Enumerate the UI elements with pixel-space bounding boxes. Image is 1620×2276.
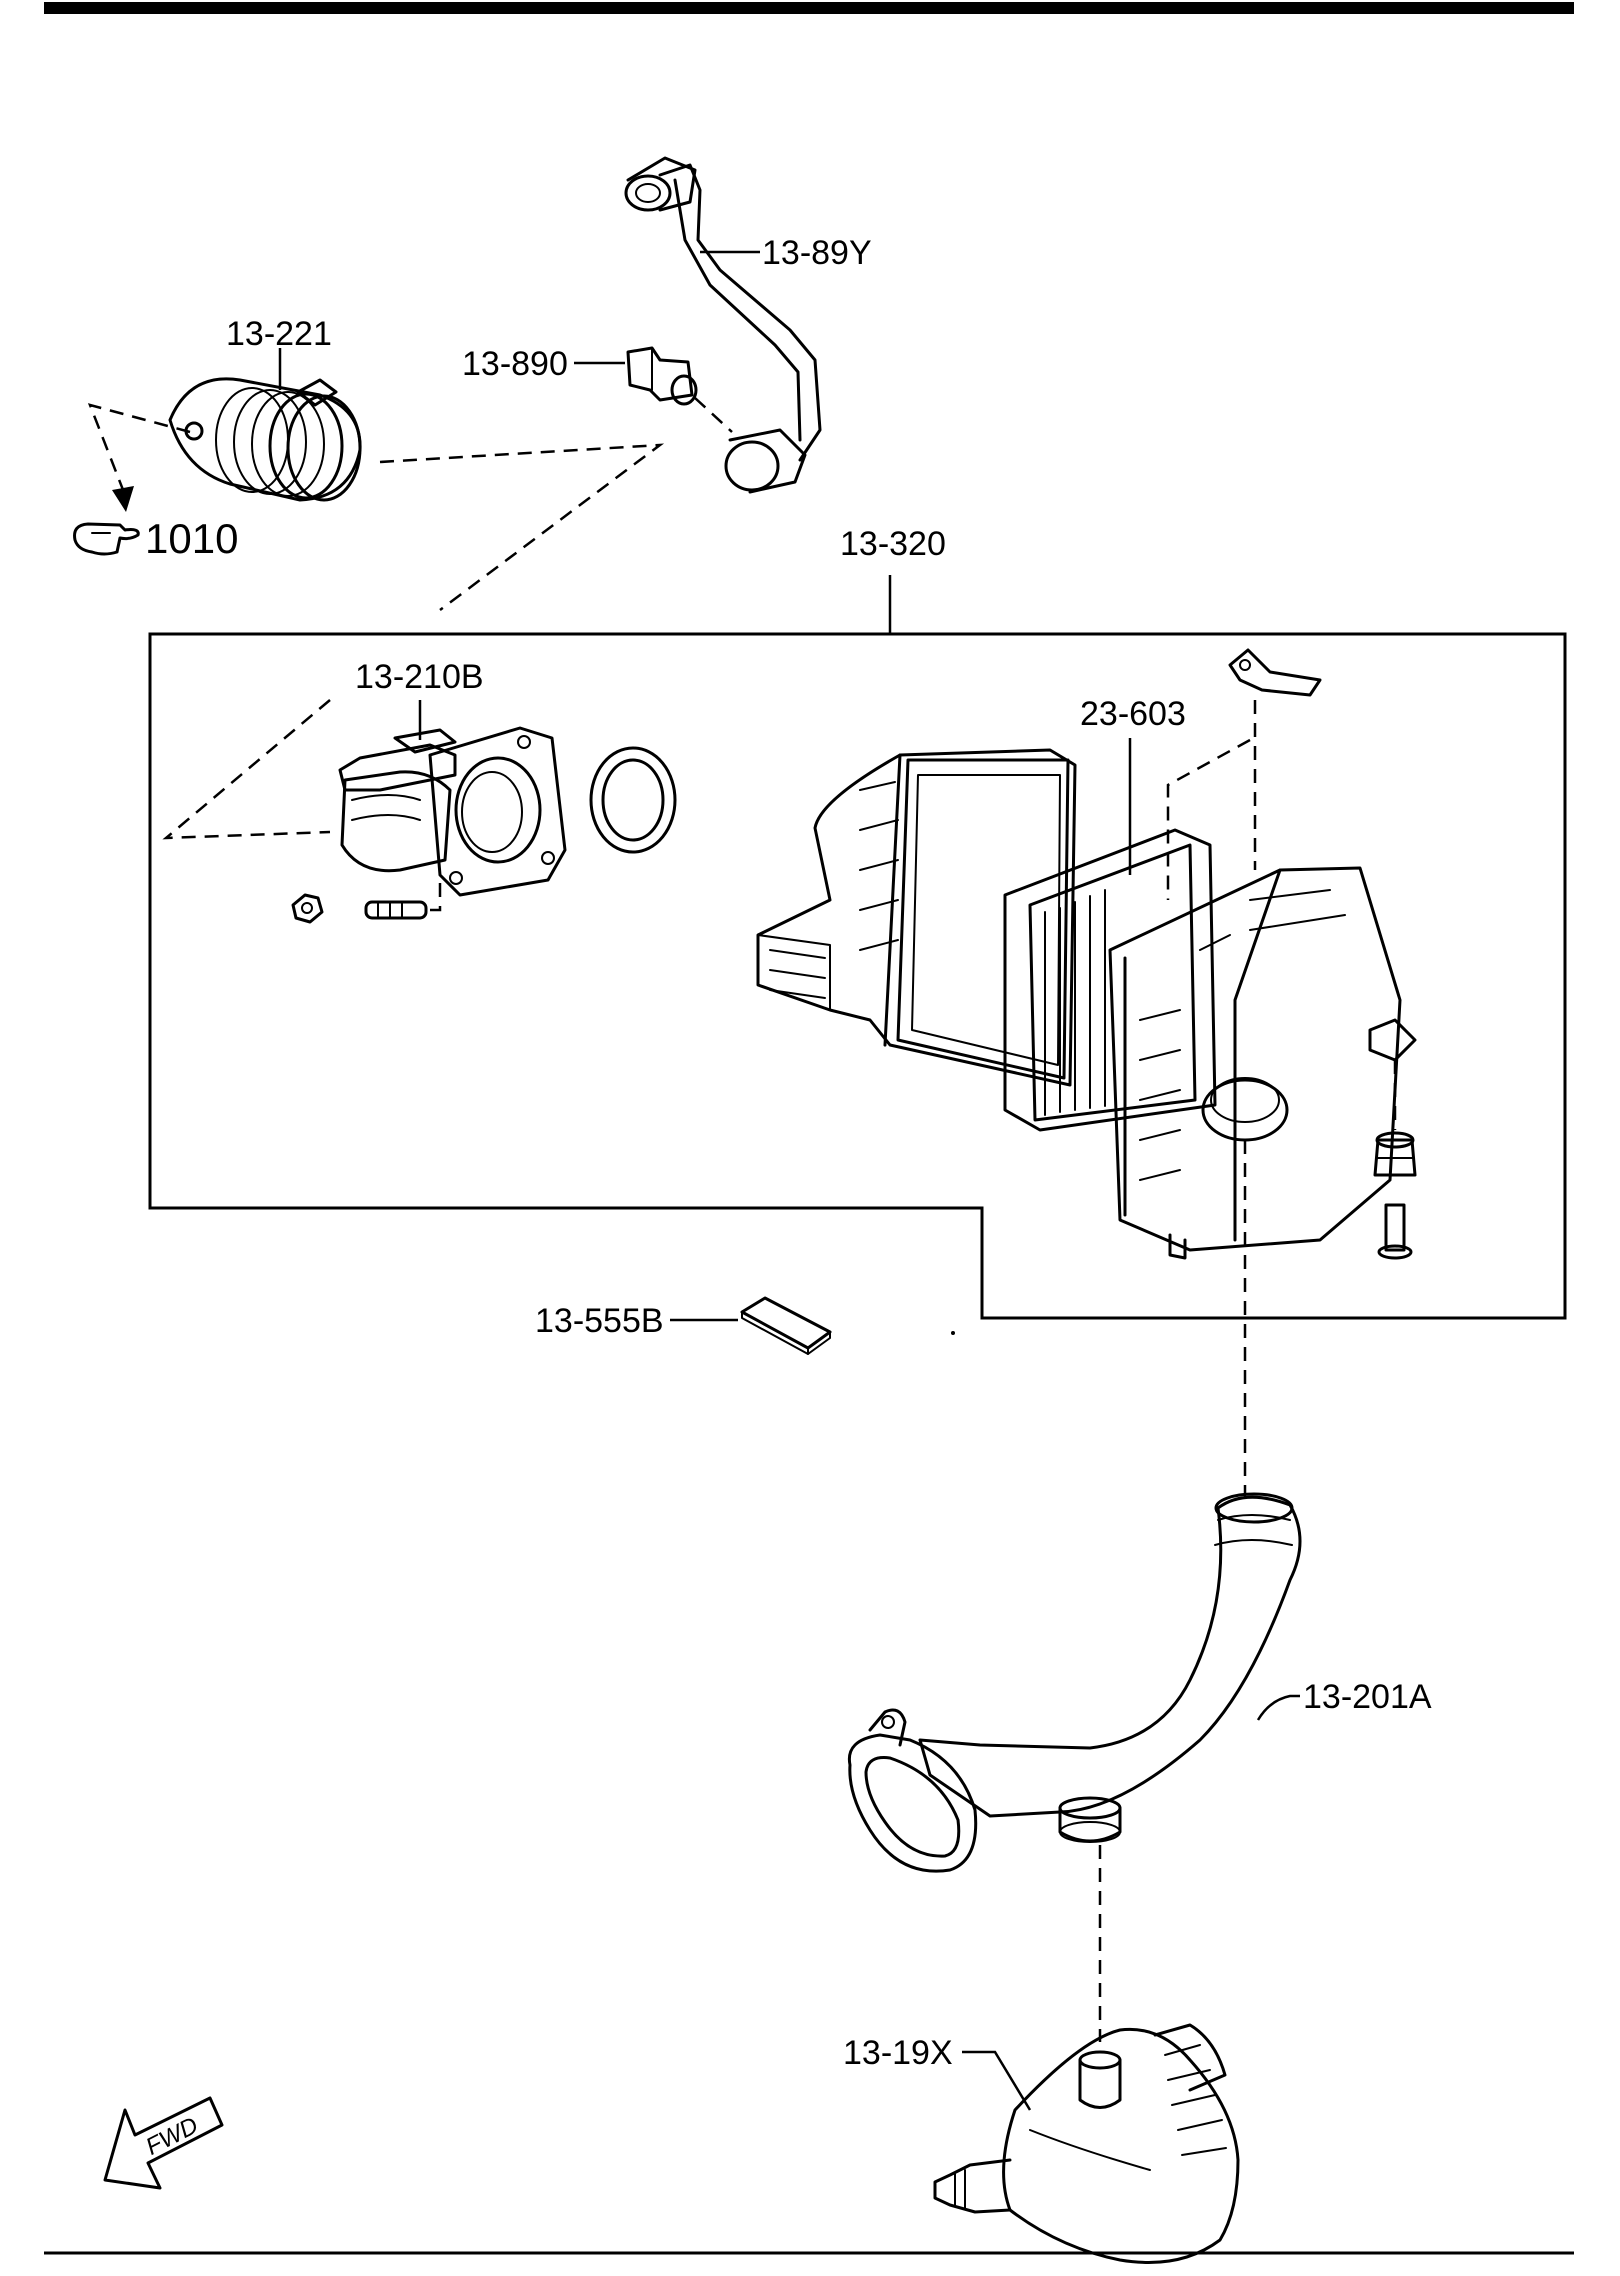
- air-filter-element-part: [1003, 828, 1217, 1132]
- label-13-890: 13-890: [462, 345, 568, 383]
- breather-hose-part: [624, 156, 822, 494]
- air-cleaner-cover-part: [756, 748, 1077, 1087]
- label-plate-part: [740, 1296, 832, 1355]
- fwd-label: FWD: [142, 2112, 203, 2161]
- clip-part: [1228, 648, 1322, 697]
- label-13-201a: 13-201A: [1303, 1678, 1432, 1716]
- nut-part: [291, 893, 324, 924]
- fresh-air-duct-part: [847, 1492, 1302, 1873]
- fwd-arrow-icon: FWD: [103, 2096, 224, 2190]
- gasket-ring-part: [589, 746, 677, 854]
- label-13-210b: 13-210B: [355, 658, 484, 696]
- intake-duct-part: [168, 377, 362, 502]
- air-cleaner-case-part: [1108, 866, 1417, 1260]
- label-13-89y: 13-89Y: [762, 234, 872, 272]
- bolt-part: [1377, 1203, 1413, 1260]
- label-23-603: 23-603: [1080, 695, 1186, 733]
- label-13-19x: 13-19X: [843, 2034, 953, 2072]
- top-border: [44, 2, 1574, 14]
- assembly-outline: [148, 632, 1567, 1320]
- reference-number: 1010: [145, 515, 238, 562]
- label-13-320: 13-320: [840, 525, 946, 563]
- pointing-hand-icon: [73, 522, 140, 556]
- resonator-part: [933, 2023, 1240, 2264]
- grommet-part: [1373, 1131, 1417, 1177]
- mass-airflow-sensor-part: [338, 726, 567, 897]
- stud-bolt-part: [364, 900, 428, 920]
- pcv-valve-part: [626, 346, 698, 406]
- label-13-555b: 13-555B: [535, 1302, 664, 1340]
- label-13-221: 13-221: [226, 315, 332, 353]
